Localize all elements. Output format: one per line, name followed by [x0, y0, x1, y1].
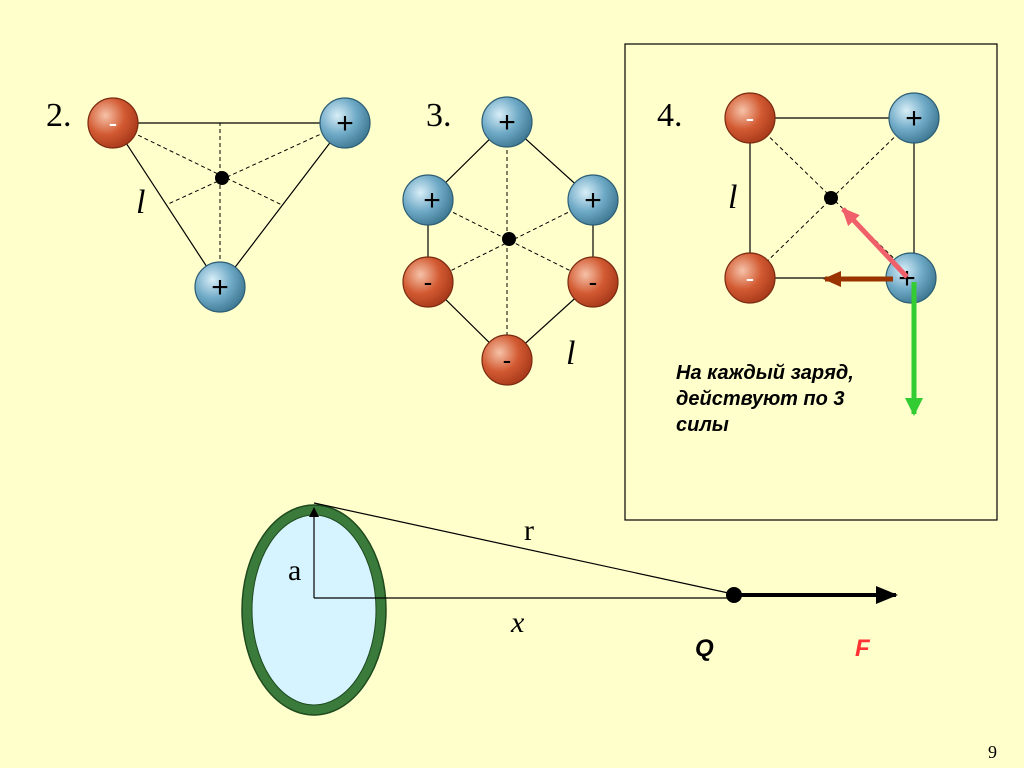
charge-positive: + [319, 97, 371, 149]
triangle-medians [112, 122, 346, 287]
charge-negative: - [724, 252, 776, 304]
figure-4-frame [624, 43, 998, 521]
ring-diagram: a r x Q F [241, 502, 898, 716]
svg-text:-: - [424, 267, 433, 297]
charge-positive: + [567, 174, 619, 226]
forces-note-line: действуют по 3 [676, 388, 845, 410]
square-center-point [824, 191, 838, 205]
figure-3-number: 3. [426, 97, 452, 134]
figure-2-length-label: l [136, 184, 145, 221]
page-number: 9 [988, 742, 997, 762]
svg-text:+: + [584, 184, 602, 217]
svg-text:+: + [336, 107, 354, 140]
figure-4-square: 4. l - + - + [624, 43, 998, 521]
charge-negative: - [87, 97, 139, 149]
figure-4-length-label: l [728, 179, 737, 216]
figure-2-number: 2. [46, 97, 72, 134]
svg-text:-: - [589, 267, 598, 297]
charge-label: Q [695, 635, 714, 662]
charge-negative: - [724, 92, 776, 144]
axis-label: x [510, 606, 525, 639]
svg-text:+: + [905, 102, 923, 135]
charge-positive: + [402, 174, 454, 226]
charge-negative: - [567, 256, 619, 308]
distance-label: r [524, 514, 534, 547]
radius-label: a [288, 554, 301, 587]
hexagon-center-point [502, 232, 516, 246]
point-charge [726, 587, 742, 603]
svg-text:+: + [211, 271, 229, 304]
figure-3-length-label: l [566, 335, 575, 372]
forces-note-line: силы [676, 414, 729, 436]
charge-negative: - [402, 256, 454, 308]
svg-text:+: + [423, 184, 441, 217]
figure-4-number: 4. [657, 97, 683, 134]
svg-text:-: - [746, 103, 755, 133]
figure-3-hexagon: 3. l + + + - - [402, 96, 619, 386]
force-arrow-to-center [841, 207, 909, 279]
forces-note-line: На каждый заряд, [676, 362, 854, 384]
triangle-edges [112, 122, 346, 288]
distance-line [313, 502, 734, 595]
triangle-center-point [215, 171, 229, 185]
charge-negative: - [481, 334, 533, 386]
svg-text:-: - [109, 108, 118, 138]
charge-positive: + [888, 92, 940, 144]
svg-text:-: - [746, 263, 755, 293]
forces-note: На каждый заряд, действуют по 3 силы [676, 360, 926, 438]
svg-text:-: - [503, 345, 512, 375]
svg-text:+: + [498, 106, 516, 139]
charge-positive: + [481, 96, 533, 148]
figure-2-triangle: 2. l - + + [46, 97, 371, 313]
force-label: F [855, 635, 871, 662]
charge-positive: + [194, 261, 246, 313]
